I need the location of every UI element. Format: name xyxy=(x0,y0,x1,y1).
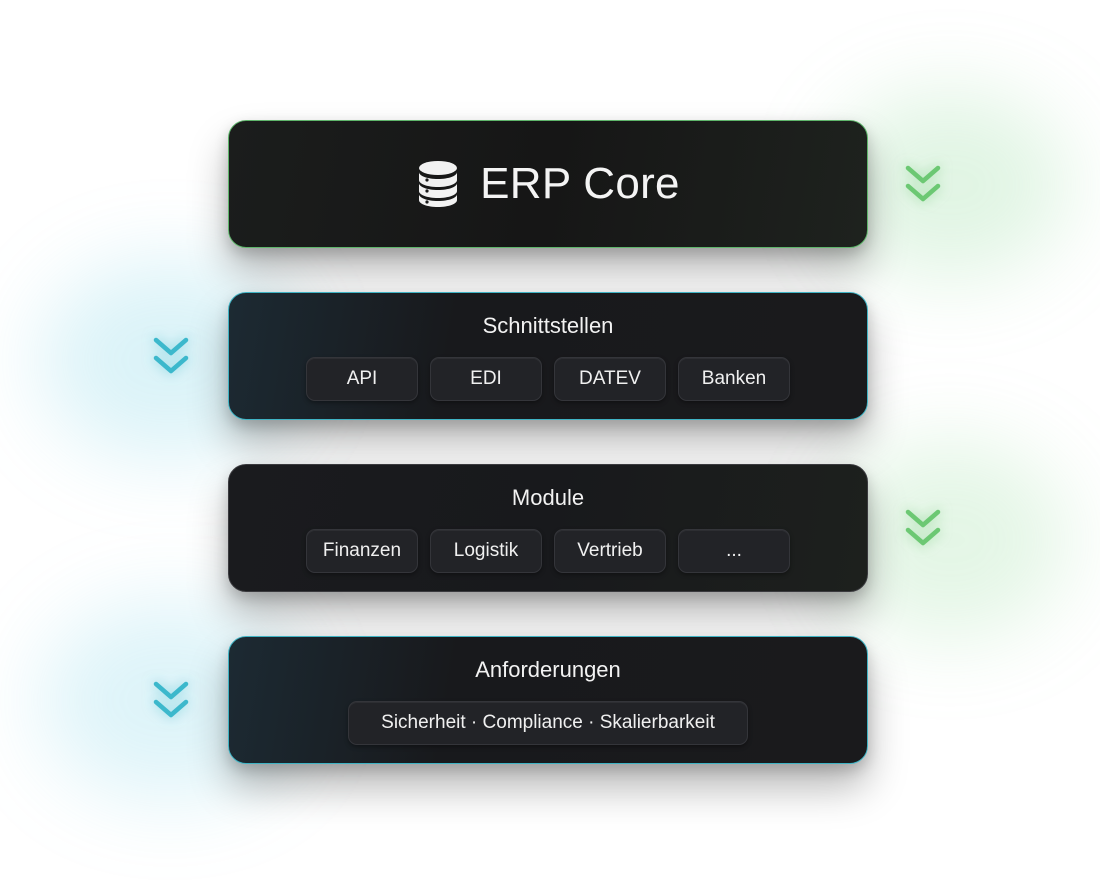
module-chips: Finanzen Logistik Vertrieb ... xyxy=(306,529,790,573)
chip-logistik: Logistik xyxy=(430,529,542,573)
chevrons-down-icon xyxy=(150,676,192,726)
chip-banken: Banken xyxy=(678,357,790,401)
database-icon xyxy=(419,161,458,207)
chevrons-down-icon xyxy=(150,332,192,382)
erp-core-layer: ERP Core xyxy=(228,120,868,248)
chip-more: ... xyxy=(678,529,790,573)
chevrons-down-icon xyxy=(902,160,944,210)
chip-datev: DATEV xyxy=(554,357,666,401)
module-title: Module xyxy=(511,485,585,510)
chip-api: API xyxy=(306,357,418,401)
erp-core-title: ERP Core xyxy=(480,159,680,208)
chip-finanzen: Finanzen xyxy=(306,529,418,573)
anforderungen-layer: Anforderungen Sicherheit · Compliance · … xyxy=(228,636,868,764)
schnittstellen-chips: API EDI DATEV Banken xyxy=(306,357,790,401)
chevrons-down-icon xyxy=(902,504,944,554)
anforderungen-chips: Sicherheit · Compliance · Skalierbarkeit xyxy=(348,701,748,745)
erp-core-header: ERP Core xyxy=(416,159,680,209)
schnittstellen-title: Schnittstellen xyxy=(482,313,614,338)
chip-edi: EDI xyxy=(430,357,542,401)
anforderungen-title: Anforderungen xyxy=(475,657,621,682)
chip-requirements: Sicherheit · Compliance · Skalierbarkeit xyxy=(348,701,748,745)
schnittstellen-layer: Schnittstellen API EDI DATEV Banken xyxy=(228,292,868,420)
chip-vertrieb: Vertrieb xyxy=(554,529,666,573)
module-layer: Module Finanzen Logistik Vertrieb ... xyxy=(228,464,868,592)
